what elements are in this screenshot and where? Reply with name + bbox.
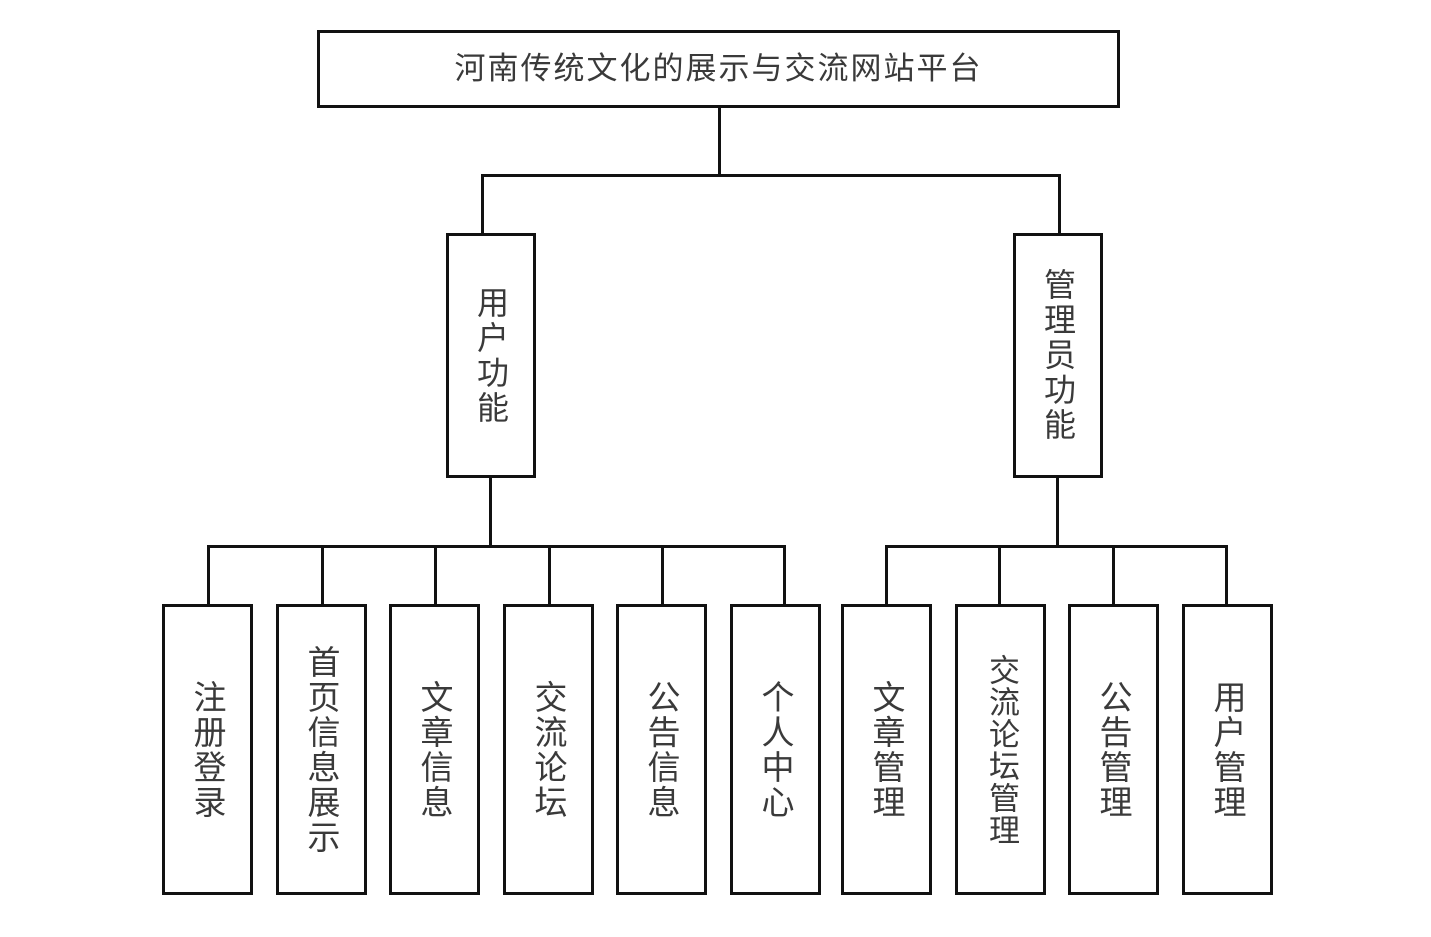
node-user-manage[interactable]: 用户管理 [1182, 604, 1273, 895]
node-announcement-manage-label: 公告管理 [1094, 679, 1133, 820]
connector-user-stem [489, 478, 492, 547]
node-user-functions[interactable]: 用户功能 [446, 233, 536, 478]
connector-drop-admin-functions [1058, 174, 1061, 234]
connector-drop-article-manage [885, 545, 888, 605]
node-register-login-label: 注册登录 [188, 679, 227, 820]
node-register-login[interactable]: 注册登录 [162, 604, 253, 895]
node-homepage-info[interactable]: 首页信息展示 [276, 604, 367, 895]
connector-drop-forum [548, 545, 551, 605]
node-root-title[interactable]: 河南传统文化的展示与交流网站平台 [317, 30, 1120, 108]
node-article-manage-label: 文章管理 [867, 679, 906, 820]
node-forum-manage[interactable]: 交流论坛管理 [955, 604, 1046, 895]
connector-drop-announcement-manage [1112, 545, 1115, 605]
connector-root-stem [718, 108, 721, 177]
connector-drop-forum-manage [998, 545, 1001, 605]
connector-user-bus [207, 545, 786, 548]
node-forum-label: 交流论坛 [529, 679, 568, 820]
node-admin-functions-label: 管理员功能 [1039, 268, 1077, 443]
connector-top-bus [481, 174, 1061, 177]
node-user-functions-label: 用户功能 [472, 285, 510, 426]
node-announcement-manage[interactable]: 公告管理 [1068, 604, 1159, 895]
node-article-info[interactable]: 文章信息 [389, 604, 480, 895]
node-announcement-info[interactable]: 公告信息 [616, 604, 707, 895]
connector-drop-article-info [434, 545, 437, 605]
node-article-manage[interactable]: 文章管理 [841, 604, 932, 895]
node-user-manage-label: 用户管理 [1208, 679, 1247, 820]
connector-admin-stem [1056, 478, 1059, 547]
connector-drop-announcement-info [661, 545, 664, 605]
node-announcement-info-label: 公告信息 [642, 679, 681, 820]
node-forum-manage-label: 交流论坛管理 [983, 653, 1019, 846]
node-article-info-label: 文章信息 [415, 679, 454, 820]
node-personal-center-label: 个人中心 [756, 679, 795, 820]
node-root-title-label: 河南传统文化的展示与交流网站平台 [454, 50, 983, 87]
connector-drop-personal-center [783, 545, 786, 605]
node-homepage-info-label: 首页信息展示 [302, 644, 341, 855]
node-personal-center[interactable]: 个人中心 [730, 604, 821, 895]
connector-drop-user-functions [481, 174, 484, 234]
connector-drop-register-login [207, 545, 210, 605]
connector-drop-user-manage [1225, 545, 1228, 605]
connector-admin-bus [885, 545, 1228, 548]
node-forum[interactable]: 交流论坛 [503, 604, 594, 895]
node-admin-functions[interactable]: 管理员功能 [1013, 233, 1103, 478]
connector-drop-homepage-info [321, 545, 324, 605]
